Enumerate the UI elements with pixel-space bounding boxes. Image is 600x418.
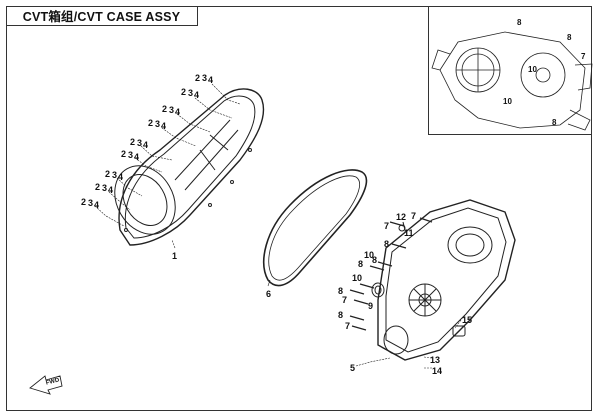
crankcase-part xyxy=(371,199,516,361)
cvt-cover-part xyxy=(114,88,265,246)
callout-1: 1 xyxy=(172,251,178,261)
inset-view-box xyxy=(428,6,592,135)
callout-2: 2 xyxy=(95,182,101,192)
callout-3: 3 xyxy=(155,119,161,129)
callout-10: 10 xyxy=(352,273,363,283)
callout-8: 8 xyxy=(338,286,344,296)
callout-15: 15 xyxy=(462,315,473,325)
callout-3: 3 xyxy=(188,88,194,98)
inset-callout-8: 8 xyxy=(552,118,557,127)
callout-4: 4 xyxy=(175,107,181,117)
callout-3: 3 xyxy=(137,138,143,148)
callout-3: 3 xyxy=(202,73,208,83)
callout-4: 4 xyxy=(143,140,149,150)
callout-4: 4 xyxy=(108,185,114,195)
callout-4: 4 xyxy=(194,90,200,100)
inset-callout-10: 10 xyxy=(503,97,512,106)
inset-callout-7: 7 xyxy=(581,52,586,61)
callout-4: 4 xyxy=(161,121,167,131)
callout-2: 2 xyxy=(181,87,187,97)
callout-2: 2 xyxy=(130,137,136,147)
callout-2: 2 xyxy=(105,169,111,179)
callout-3: 3 xyxy=(169,105,175,115)
callout-8: 8 xyxy=(358,259,364,269)
callout-7: 7 xyxy=(384,221,390,231)
callout-12: 12 xyxy=(396,212,407,222)
inset-crankcase-sketch xyxy=(431,31,593,131)
callout-3: 3 xyxy=(102,183,108,193)
inset-callout-8: 8 xyxy=(517,18,522,27)
callout-4: 4 xyxy=(134,152,140,162)
callout-14: 14 xyxy=(432,366,443,376)
callout-8: 8 xyxy=(338,310,344,320)
inset-callout-10: 10 xyxy=(528,65,537,74)
callout-2: 2 xyxy=(121,149,127,159)
callout-2: 2 xyxy=(148,118,154,128)
callout-2: 2 xyxy=(195,73,201,83)
callout-4: 4 xyxy=(118,172,124,182)
callout-3: 3 xyxy=(128,150,134,160)
gasket-part xyxy=(263,169,368,287)
callout-4: 4 xyxy=(208,75,214,85)
callout-7: 7 xyxy=(411,211,417,221)
callout-6: 6 xyxy=(266,289,272,299)
callout-10: 10 xyxy=(364,250,375,260)
callout-8: 8 xyxy=(372,255,378,265)
callout-9: 9 xyxy=(368,301,374,311)
callout-7: 7 xyxy=(345,321,351,331)
fwd-arrow-icon xyxy=(29,375,63,395)
callout-7: 7 xyxy=(342,295,348,305)
callout-3: 3 xyxy=(112,170,118,180)
drawing-frame xyxy=(6,6,592,411)
diagram-title: CVT箱组/CVT CASE ASSY xyxy=(6,6,198,26)
part-15 xyxy=(452,325,466,337)
callout-8: 8 xyxy=(384,239,390,249)
inset-callout-8: 8 xyxy=(567,33,572,42)
callout-4: 4 xyxy=(94,200,100,210)
callout-13: 13 xyxy=(430,355,441,365)
callout-3: 3 xyxy=(88,198,94,208)
callout-2: 2 xyxy=(162,104,168,114)
callout-11: 11 xyxy=(404,228,414,238)
callout-5: 5 xyxy=(350,363,356,373)
callout-2: 2 xyxy=(81,197,87,207)
